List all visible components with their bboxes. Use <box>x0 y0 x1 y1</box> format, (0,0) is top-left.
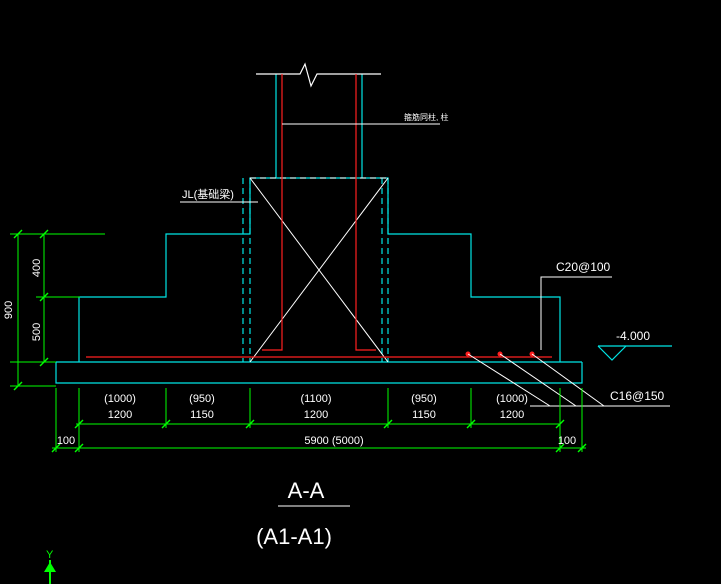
seg4-value: 1150 <box>412 409 436 421</box>
footing-step-outline <box>78 177 561 362</box>
column-rebar-left <box>262 74 283 351</box>
beam-label-text: JL(基础梁) <box>182 187 234 201</box>
seg2-value: 1150 <box>190 409 214 421</box>
seg3-value: 1200 <box>304 409 328 421</box>
y-axis-icon: Y <box>44 549 56 584</box>
section-subtitle: (A1-A1) <box>256 524 332 549</box>
dimension-ticks <box>13 229 587 453</box>
seg2-paren: (950) <box>189 393 215 405</box>
dimension-lines <box>10 233 586 452</box>
rebar <box>86 74 552 358</box>
seg5-value: 1200 <box>500 409 524 421</box>
bottom-rebar-leader-2 <box>499 353 577 407</box>
top-rebar-leader <box>540 276 612 350</box>
dim-edge-left: 100 <box>57 435 75 447</box>
elevation-text: -4.000 <box>616 329 650 343</box>
seg3-paren: (1100) <box>301 393 332 405</box>
seg1-value: 1200 <box>108 409 132 421</box>
dim-edge-right: 100 <box>558 435 576 447</box>
bottom-rebar-leader-3 <box>531 353 605 407</box>
seg4-paren: (950) <box>411 393 437 405</box>
seg5-paren: (1000) <box>496 393 528 405</box>
bottom-rebar-leader-1 <box>467 353 551 407</box>
dim-vertical-lower: 500 <box>31 323 43 341</box>
dim-vertical-total: 900 <box>3 301 15 319</box>
blinding-layer <box>55 362 583 384</box>
column-note-text: 箍筋同柱, 柱 <box>404 112 448 122</box>
elevation-marker <box>597 345 672 361</box>
leaders <box>180 123 670 507</box>
axis-y-label: Y <box>46 549 54 561</box>
top-rebar-text: C20@100 <box>556 260 611 274</box>
concrete-outline <box>55 74 583 384</box>
column-rebar-right <box>355 74 376 351</box>
dim-vertical-upper: 400 <box>31 259 43 277</box>
dim-total: 5900 (5000) <box>304 435 363 447</box>
column-break-line <box>256 62 381 88</box>
section-title: A-A <box>288 478 325 503</box>
bottom-rebar-text: C16@150 <box>610 389 665 403</box>
beam-dashed-outline <box>242 178 389 362</box>
beam-cross-mark <box>249 177 389 363</box>
seg1-paren: (1000) <box>104 393 136 405</box>
